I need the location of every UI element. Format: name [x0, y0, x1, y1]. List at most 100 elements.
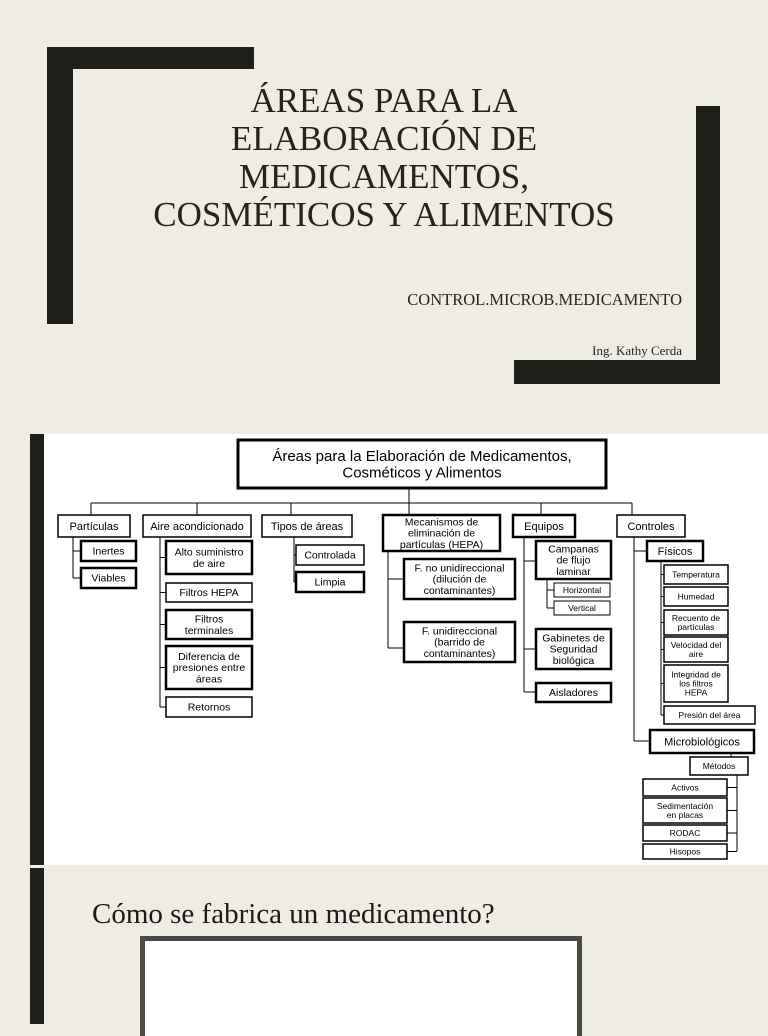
node-f-no-uni-text: (dilución de [433, 574, 487, 586]
node-vertical: Vertical [553, 600, 611, 616]
node-mecanismos-text: Mecanismos de [405, 516, 479, 528]
node-aire-3-text: áreas [196, 674, 222, 686]
node-metodo-3-text: Hisopos [670, 846, 701, 856]
slide-title: ÁREAS PARA LA ELABORACIÓN DE MEDICAMENTO… [153, 81, 615, 234]
node-aire-1: Filtros HEPA [165, 582, 253, 603]
node-metodo-0: Activos [642, 778, 728, 797]
node-metodos-text: Métodos [703, 761, 736, 771]
node-fisico-1-text: Humedad [678, 591, 715, 601]
node-aire-1-text: Filtros HEPA [179, 587, 238, 599]
node-viables-text: Viables [91, 573, 125, 585]
node-metodo-1-text: en placas [667, 810, 703, 820]
node-mecanismos-text: eliminación de [408, 528, 475, 540]
node-aire-4: Retornos [165, 696, 253, 718]
node-particulas: Partículas [57, 514, 131, 538]
node-tipos-text: Tipos de áreas [271, 521, 344, 533]
node-horizontal-text: Horizontal [563, 585, 601, 595]
corner-bracket-right [696, 106, 720, 384]
node-f-uni: F. unidireccional(barrido decontaminante… [402, 620, 517, 664]
node-inertes: Inertes [79, 539, 138, 563]
node-aire-3-text: Diferencia de [178, 651, 240, 663]
node-limpia: Limpia [294, 570, 366, 594]
node-f-uni-text: (barrido de [434, 637, 485, 649]
node-aire-3-text: presiones entre [173, 662, 246, 674]
node-aire-4-text: Retornos [188, 702, 231, 714]
node-f-uni-text: contaminantes) [424, 648, 496, 660]
node-f-no-uni-text: contaminantes) [424, 585, 496, 597]
node-viables: Viables [79, 566, 138, 590]
node-vertical-text: Vertical [568, 603, 596, 613]
node-aire: Aire acondicionado [142, 514, 252, 538]
node-aire-0-text: Alto suministro [175, 547, 244, 559]
node-fisico-1: Humedad [663, 586, 729, 607]
concept-diagram: Áreas para la Elaboración de Medicamento… [57, 438, 756, 860]
diagram-title: Áreas para la Elaboración de Medicamento… [236, 438, 608, 490]
node-fisico-2-text: partículas [678, 622, 715, 632]
slide-3-title: Cómo se fabrica un medicamento? [92, 898, 495, 930]
node-campanas-text: de flujo [557, 555, 591, 567]
node-fisicos: Físicos [645, 539, 705, 563]
diagram-title-text: Cosméticos y Alimentos [342, 464, 501, 481]
image-frame [140, 936, 582, 1036]
slide-2-left-bar [30, 434, 44, 865]
slide-3-left-bar [30, 868, 44, 1024]
node-controlada: Controlada [295, 544, 365, 566]
node-tipos: Tipos de áreas [261, 514, 353, 538]
node-fisico-4-text: Integridad de [671, 669, 721, 679]
node-fisico-3-text: Velocidad del [671, 640, 722, 650]
node-aisladores: Aisladores [534, 681, 613, 704]
node-fisico-5-text: Presión del área [679, 710, 741, 720]
node-metodo-2-text: RODAC [670, 828, 701, 838]
node-gabinetes-text: Gabinetes de [542, 632, 605, 644]
node-metodo-3: Hisopos [642, 843, 728, 860]
node-particulas-text: Partículas [70, 521, 119, 533]
node-controles-text: Controles [627, 521, 675, 533]
node-inertes-text: Inertes [92, 546, 124, 558]
node-equipos-text: Equipos [524, 521, 564, 533]
node-equipos: Equipos [511, 513, 577, 539]
author-name: Ing. Kathy Cerda [592, 343, 682, 358]
node-microbiologicos: Microbiológicos [648, 728, 756, 755]
node-aire-2-text: Filtros [195, 614, 224, 626]
node-fisico-2-text: Recuento de [672, 613, 720, 623]
node-metodos: Métodos [689, 756, 749, 776]
corner-bracket-left [47, 47, 73, 324]
node-gabinetes-text: biológica [553, 655, 595, 667]
node-aire-0-text: de aire [193, 558, 225, 570]
node-f-no-uni: F. no unidireccional(dilución decontamin… [402, 557, 517, 601]
node-fisico-3-text: aire [689, 649, 703, 659]
node-aire-text: Aire acondicionado [150, 521, 244, 533]
corner-bracket-top [47, 47, 254, 69]
node-controles: Controles [616, 514, 686, 538]
corner-bracket-bottom [514, 360, 720, 384]
slide-2: Áreas para la Elaboración de Medicamento… [44, 434, 768, 865]
node-fisicos-text: Físicos [658, 546, 693, 558]
node-campanas-text: Campanas [548, 543, 599, 555]
node-metodo-1-text: Sedimentación [657, 801, 714, 811]
node-horizontal: Horizontal [553, 582, 611, 598]
node-controlada-text: Controlada [304, 550, 356, 562]
node-fisico-5: Presión del área [663, 705, 756, 725]
node-fisico-0-text: Temperatura [672, 569, 720, 579]
node-microbiologicos-text: Microbiológicos [664, 736, 740, 748]
diagram-title-text: Áreas para la Elaboración de Medicamento… [272, 448, 571, 465]
node-gabinetes-text: Seguridad [550, 644, 598, 656]
node-campanas-text: laminar [556, 566, 591, 578]
node-fisico-4-text: HEPA [685, 688, 708, 698]
node-metodo-2: RODAC [642, 824, 728, 842]
node-fisico-4-text: los filtros [679, 678, 713, 688]
node-aire-2-text: terminales [185, 625, 233, 637]
slide-subtitle: CONTROL.MICROB.MEDICAMENTO [407, 290, 682, 309]
node-limpia-text: Limpia [315, 577, 346, 589]
node-mecanismos-text: partículas (HEPA) [400, 539, 483, 551]
node-fisico-0: Temperatura [663, 564, 729, 585]
